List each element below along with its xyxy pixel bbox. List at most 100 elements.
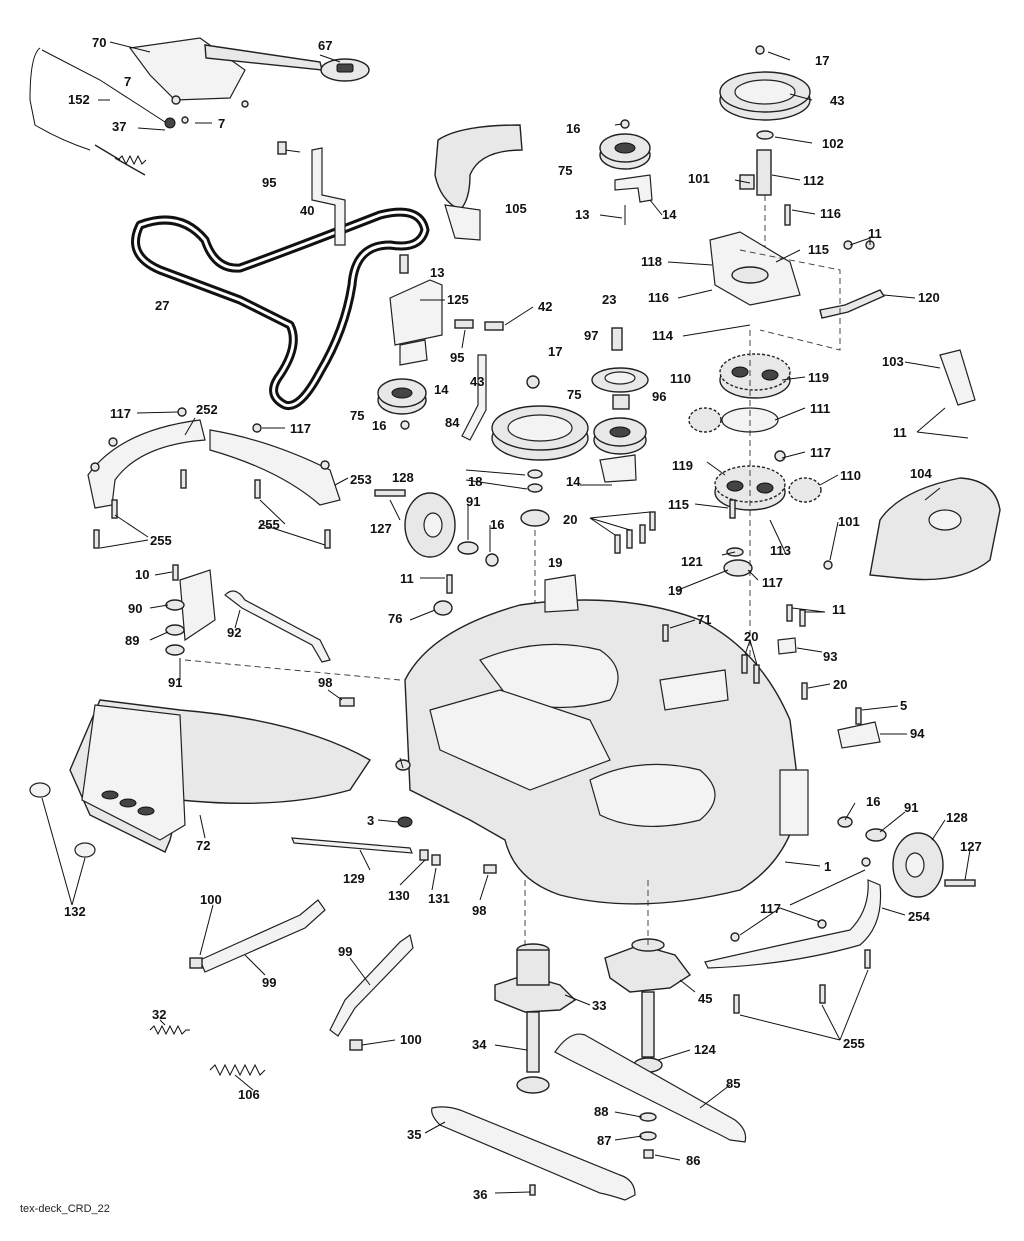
callout-127: 127 (960, 839, 982, 854)
callout-105: 105 (505, 201, 527, 216)
callout-110: 110 (840, 468, 861, 483)
callout-115: 115 (668, 497, 689, 512)
callout-252: 252 (196, 402, 218, 417)
callout-34: 34 (472, 1037, 487, 1052)
gearbox-cover-104 (869, 349, 1001, 581)
callout-90: 90 (128, 601, 142, 616)
deck-pulley-43 (491, 375, 589, 620)
callout-91: 91 (466, 494, 480, 509)
bracket-118 (709, 204, 886, 351)
callout-127: 127 (370, 521, 392, 536)
screws-20 (614, 511, 656, 554)
callout-1: 1 (824, 859, 831, 874)
callout-128: 128 (946, 810, 968, 825)
callout-100: 100 (200, 892, 222, 907)
callout-86: 86 (686, 1153, 700, 1168)
callout-7: 7 (124, 74, 131, 89)
callout-119: 119 (672, 458, 693, 473)
spindle-33 (494, 943, 577, 1094)
callout-118: 118 (641, 254, 662, 269)
callout-132: 132 (64, 904, 86, 919)
callout-117: 117 (760, 901, 781, 916)
callout-18: 18 (468, 474, 482, 489)
callout-112: 112 (803, 173, 824, 188)
callout-253: 253 (350, 472, 372, 487)
callout-16: 16 (866, 794, 880, 809)
baffles-left (87, 407, 341, 549)
callout-128: 128 (392, 470, 414, 485)
callout-33: 33 (592, 998, 606, 1013)
callout-255: 255 (258, 517, 280, 532)
callout-14: 14 (434, 382, 449, 397)
callout-16: 16 (372, 418, 386, 433)
callout-116: 116 (648, 290, 669, 305)
callout-101: 101 (688, 171, 710, 186)
callout-95: 95 (450, 350, 464, 365)
callout-93: 93 (823, 649, 837, 664)
callout-32: 32 (152, 1007, 166, 1022)
callout-85: 85 (726, 1076, 740, 1091)
callout-129: 129 (343, 871, 365, 886)
callout-96: 96 (652, 389, 666, 404)
callout-89: 89 (125, 633, 139, 648)
callout-16: 16 (566, 121, 580, 136)
callout-98: 98 (472, 903, 486, 918)
callout-11: 11 (868, 226, 882, 241)
callout-254: 254 (908, 909, 930, 924)
blade-85 (554, 1033, 747, 1159)
callout-20: 20 (744, 629, 758, 644)
callout-104: 104 (910, 466, 932, 481)
callout-35: 35 (407, 1127, 421, 1142)
callout-75: 75 (350, 408, 364, 423)
callout-92: 92 (227, 625, 241, 640)
callout-23: 23 (602, 292, 616, 307)
callout-3: 3 (367, 813, 374, 828)
leader-lines (41, 41, 971, 1194)
callout-117: 117 (110, 406, 131, 421)
callout-117: 117 (290, 421, 311, 436)
callout-103: 103 (882, 354, 904, 369)
idler-pulley-top (599, 119, 653, 225)
callout-19: 19 (548, 555, 562, 570)
callout-27: 27 (155, 298, 169, 313)
front-bracket (165, 564, 401, 681)
mower-deck-housing (404, 574, 809, 905)
callout-71: 71 (697, 612, 711, 627)
callout-19: 19 (668, 583, 682, 598)
callout-42: 42 (538, 299, 552, 314)
callout-67: 67 (318, 38, 332, 53)
callout-100: 100 (400, 1032, 422, 1047)
callout-95: 95 (262, 175, 276, 190)
callout-70: 70 (92, 35, 106, 50)
callout-84: 84 (445, 415, 460, 430)
callout-113: 113 (770, 543, 791, 558)
callout-152: 152 (68, 92, 90, 107)
callout-110: 110 (670, 371, 691, 386)
callout-94: 94 (910, 726, 925, 741)
callout-120: 120 (918, 290, 940, 305)
idler-bracket-125 (377, 254, 504, 430)
callout-20: 20 (563, 512, 577, 527)
callout-102: 102 (822, 136, 844, 151)
lift-lever-assembly (29, 37, 370, 176)
callout-11: 11 (832, 602, 846, 617)
callout-117: 117 (810, 445, 831, 460)
callout-labels: 70 67 7 7 152 37 95 40 27 105 16 75 13 1… (64, 35, 982, 1202)
callout-20: 20 (833, 677, 847, 692)
callout-43: 43 (470, 374, 484, 389)
callout-13: 13 (575, 207, 589, 222)
callout-88: 88 (594, 1104, 608, 1119)
gauge-wheel-right (837, 816, 976, 898)
callout-14: 14 (566, 474, 581, 489)
callout-11: 11 (400, 571, 414, 586)
callout-99: 99 (262, 975, 276, 990)
discharge-chute-72 (29, 699, 371, 858)
callout-121: 121 (681, 554, 703, 569)
callout-72: 72 (196, 838, 210, 853)
deck-hardware (339, 511, 881, 874)
callout-14: 14 (662, 207, 677, 222)
spindle-45 (604, 938, 692, 1073)
callout-43: 43 (830, 93, 844, 108)
